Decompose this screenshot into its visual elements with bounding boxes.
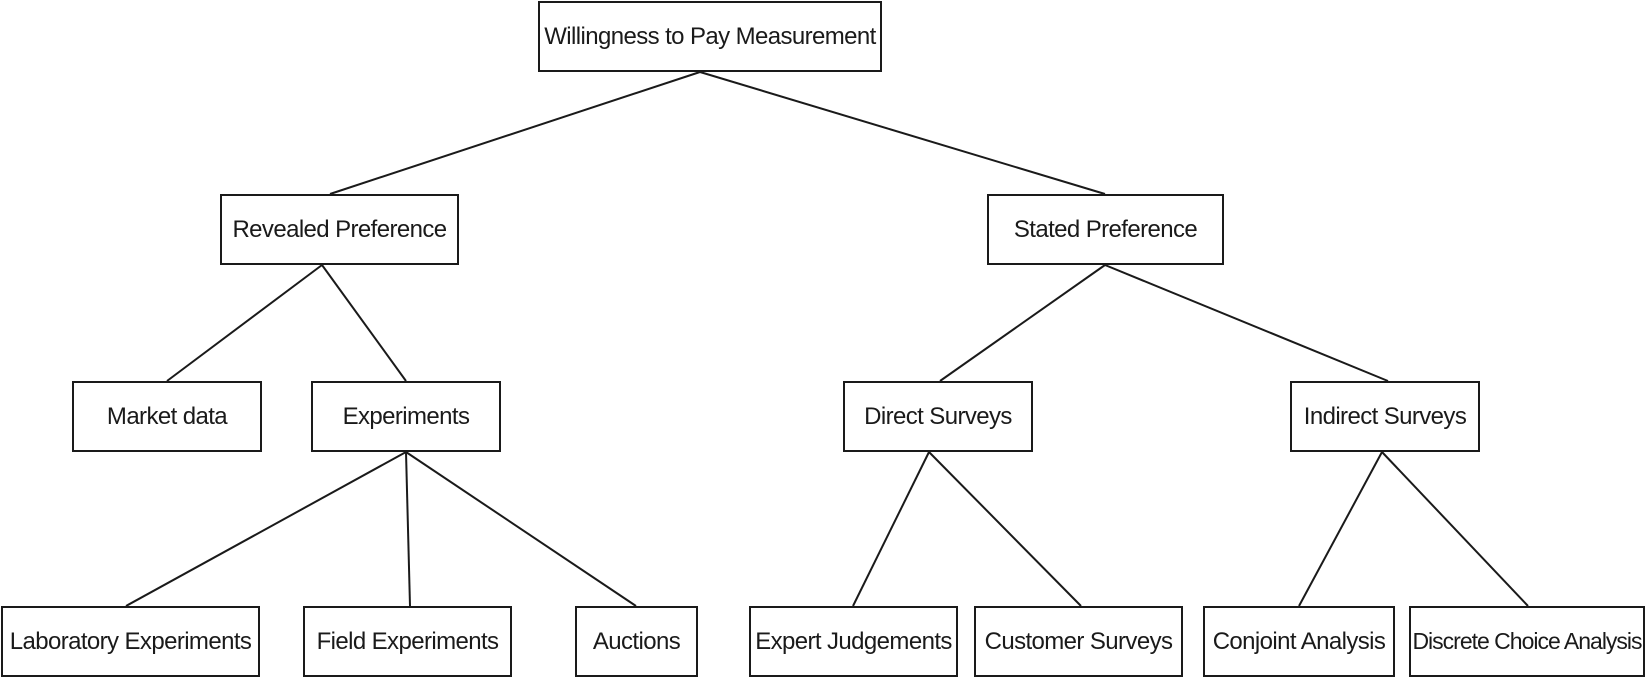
edge-revealed-experiments — [321, 264, 407, 382]
node-label: Revealed Preference — [232, 215, 447, 243]
node-experiments: Experiments — [311, 381, 501, 452]
node-label: Conjoint Analysis — [1212, 627, 1386, 655]
node-indirect-surveys: Indirect Surveys — [1290, 381, 1480, 452]
node-direct-surveys: Direct Surveys — [843, 381, 1033, 452]
node-label: Customer Surveys — [984, 627, 1173, 655]
node-field-experiments: Field Experiments — [303, 606, 512, 677]
node-auctions: Auctions — [575, 606, 698, 677]
edge-stated-indirect — [1104, 264, 1389, 382]
edge-direct-customer — [928, 451, 1082, 607]
node-willingness-to-pay-measurement: Willingness to Pay Measurement — [538, 1, 882, 72]
node-label: Stated Preference — [1013, 215, 1198, 243]
node-market-data: Market data — [72, 381, 262, 452]
edge-indirect-conjoint — [1298, 451, 1383, 607]
node-label: Field Experiments — [316, 627, 499, 655]
node-label: Auctions — [592, 627, 681, 655]
node-label: Direct Surveys — [864, 402, 1012, 430]
node-label: Laboratory Experiments — [9, 627, 252, 655]
edge-direct-expert — [852, 451, 930, 607]
node-discrete-choice-analysis: Discrete Choice Analysis — [1409, 606, 1645, 677]
node-expert-judgements: Expert Judgements — [749, 606, 958, 677]
node-label: Experiments — [342, 402, 470, 430]
edge-revealed-market — [166, 264, 323, 382]
node-label: Market data — [106, 402, 228, 430]
edge-experiments-lab — [125, 451, 407, 607]
node-stated-preference: Stated Preference — [987, 194, 1224, 265]
node-label: Expert Judgements — [755, 627, 952, 655]
node-label: Indirect Surveys — [1303, 402, 1467, 430]
node-laboratory-experiments: Laboratory Experiments — [1, 606, 260, 677]
edge-experiments-field — [405, 451, 411, 607]
node-revealed-preference: Revealed Preference — [220, 194, 459, 265]
node-label: Willingness to Pay Measurement — [544, 22, 876, 50]
edge-indirect-discrete — [1381, 451, 1529, 607]
edge-experiments-auctions — [405, 451, 637, 607]
edge-root-revealed — [329, 71, 701, 195]
node-customer-surveys: Customer Surveys — [974, 606, 1183, 677]
edge-stated-direct — [939, 264, 1106, 382]
edge-root-stated — [699, 71, 1106, 195]
node-label: Discrete Choice Analysis — [1412, 628, 1642, 654]
node-conjoint-analysis: Conjoint Analysis — [1203, 606, 1395, 677]
